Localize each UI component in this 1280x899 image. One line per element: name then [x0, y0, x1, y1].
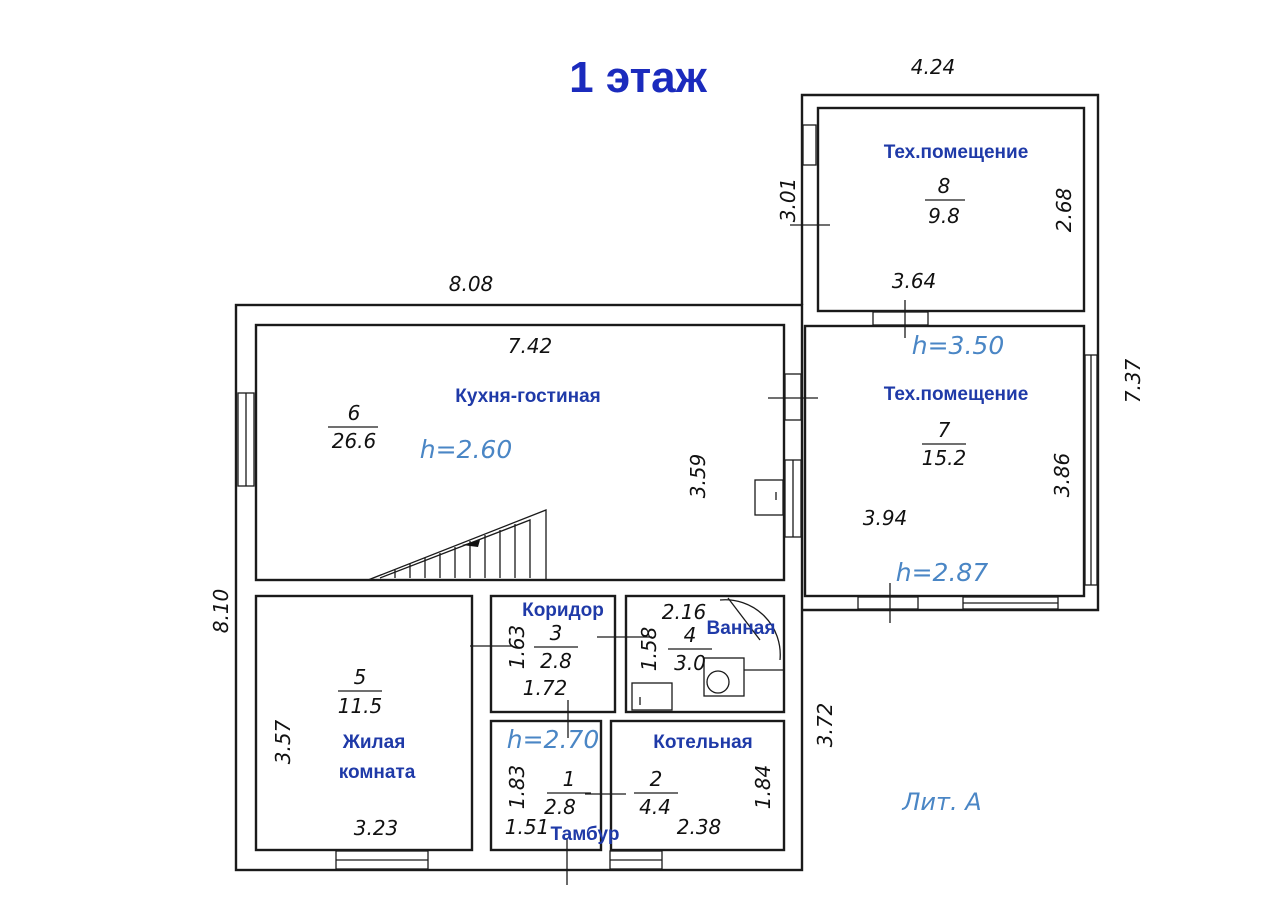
room-4: 4 3.0 Ванная	[668, 618, 775, 675]
room-3-area: 2.8	[540, 649, 572, 673]
dim-corridor-width: 1.72	[523, 676, 568, 700]
room-4-area: 3.0	[674, 651, 706, 675]
dim-kitchen-width: 7.42	[508, 334, 553, 358]
height-tech7: h=2.87	[896, 558, 989, 587]
room-2-number: 2	[650, 767, 663, 791]
dim-bath-height: 1.58	[637, 627, 661, 672]
room-2: Котельная 2 4.4	[634, 732, 753, 819]
room-7-name: Тех.помещение	[884, 384, 1029, 405]
height-vestibule: h=2.70	[507, 725, 599, 754]
dim-tech8-left: 3.01	[776, 178, 800, 223]
fixtures	[631, 479, 784, 711]
dim-corridor-height: 1.63	[505, 625, 529, 670]
room-1: 1 2.8 Тамбур	[544, 767, 619, 845]
height-tech: h=3.50	[912, 331, 1004, 360]
room-1-number: 1	[563, 767, 576, 791]
room-4-name: Ванная	[707, 618, 776, 639]
room-6: Кухня-гостиная 6 26.6	[328, 386, 601, 453]
room-8-number: 8	[938, 174, 951, 198]
dim-tech8-right: 2.68	[1052, 188, 1076, 233]
dim-right-lower: 3.72	[813, 703, 837, 748]
room-8-area: 9.8	[928, 204, 960, 228]
room-5-name-line2: комната	[339, 762, 416, 783]
dim-top-main: 8.08	[449, 272, 494, 296]
room-5-name-line1: Жилая	[342, 732, 406, 753]
dim-living-width: 3.23	[354, 816, 399, 840]
room-1-area: 2.8	[544, 795, 576, 819]
room-6-area: 26.6	[332, 429, 377, 453]
room-7: Тех.помещение 7 15.2	[884, 384, 1029, 470]
dim-tech7-width: 3.94	[863, 506, 908, 530]
room-5: 5 11.5 Жилая комната	[338, 665, 416, 783]
dim-bath-width: 2.16	[662, 600, 707, 624]
dim-kitchen-height: 3.59	[686, 454, 710, 499]
plan-title: 1 этаж	[569, 53, 707, 102]
legend-lit: Лит. А	[901, 788, 981, 816]
height-kitchen: h=2.60	[420, 435, 512, 464]
room-6-number: 6	[348, 401, 361, 425]
room-3-name: Коридор	[522, 600, 604, 621]
dim-annex-total: 7.37	[1121, 358, 1145, 403]
room-6-name: Кухня-гостиная	[455, 386, 601, 407]
room-8: Тех.помещение 8 9.8	[884, 142, 1029, 228]
dim-boiler-width: 2.38	[677, 815, 722, 839]
dim-boiler-height: 1.84	[751, 765, 775, 810]
dim-top-annex: 4.24	[911, 55, 956, 79]
room-3: Коридор 3 2.8	[522, 600, 604, 673]
dim-tech8-bottom: 3.64	[892, 269, 937, 293]
windows	[237, 124, 1098, 870]
room-7-number: 7	[938, 418, 951, 442]
room-2-name: Котельная	[653, 732, 752, 753]
staircase	[367, 509, 547, 581]
room-7-area: 15.2	[922, 446, 967, 470]
room-5-area: 11.5	[338, 694, 383, 718]
room-4-number: 4	[684, 623, 697, 647]
walls	[234, 93, 1100, 872]
dim-vest-width: 1.51	[505, 815, 550, 839]
room-1-name: Тамбур	[551, 824, 620, 845]
room-5-number: 5	[354, 665, 367, 689]
dimension-ticks	[470, 224, 906, 885]
dim-main-left: 8.10	[209, 589, 233, 634]
room-8-name: Тех.помещение	[884, 142, 1029, 163]
room-3-number: 3	[550, 621, 563, 645]
dim-vest-height: 1.83	[505, 765, 529, 810]
dim-living-height: 3.57	[271, 719, 295, 764]
room-2-area: 4.4	[639, 795, 671, 819]
dim-tech7-right: 3.86	[1050, 453, 1074, 498]
